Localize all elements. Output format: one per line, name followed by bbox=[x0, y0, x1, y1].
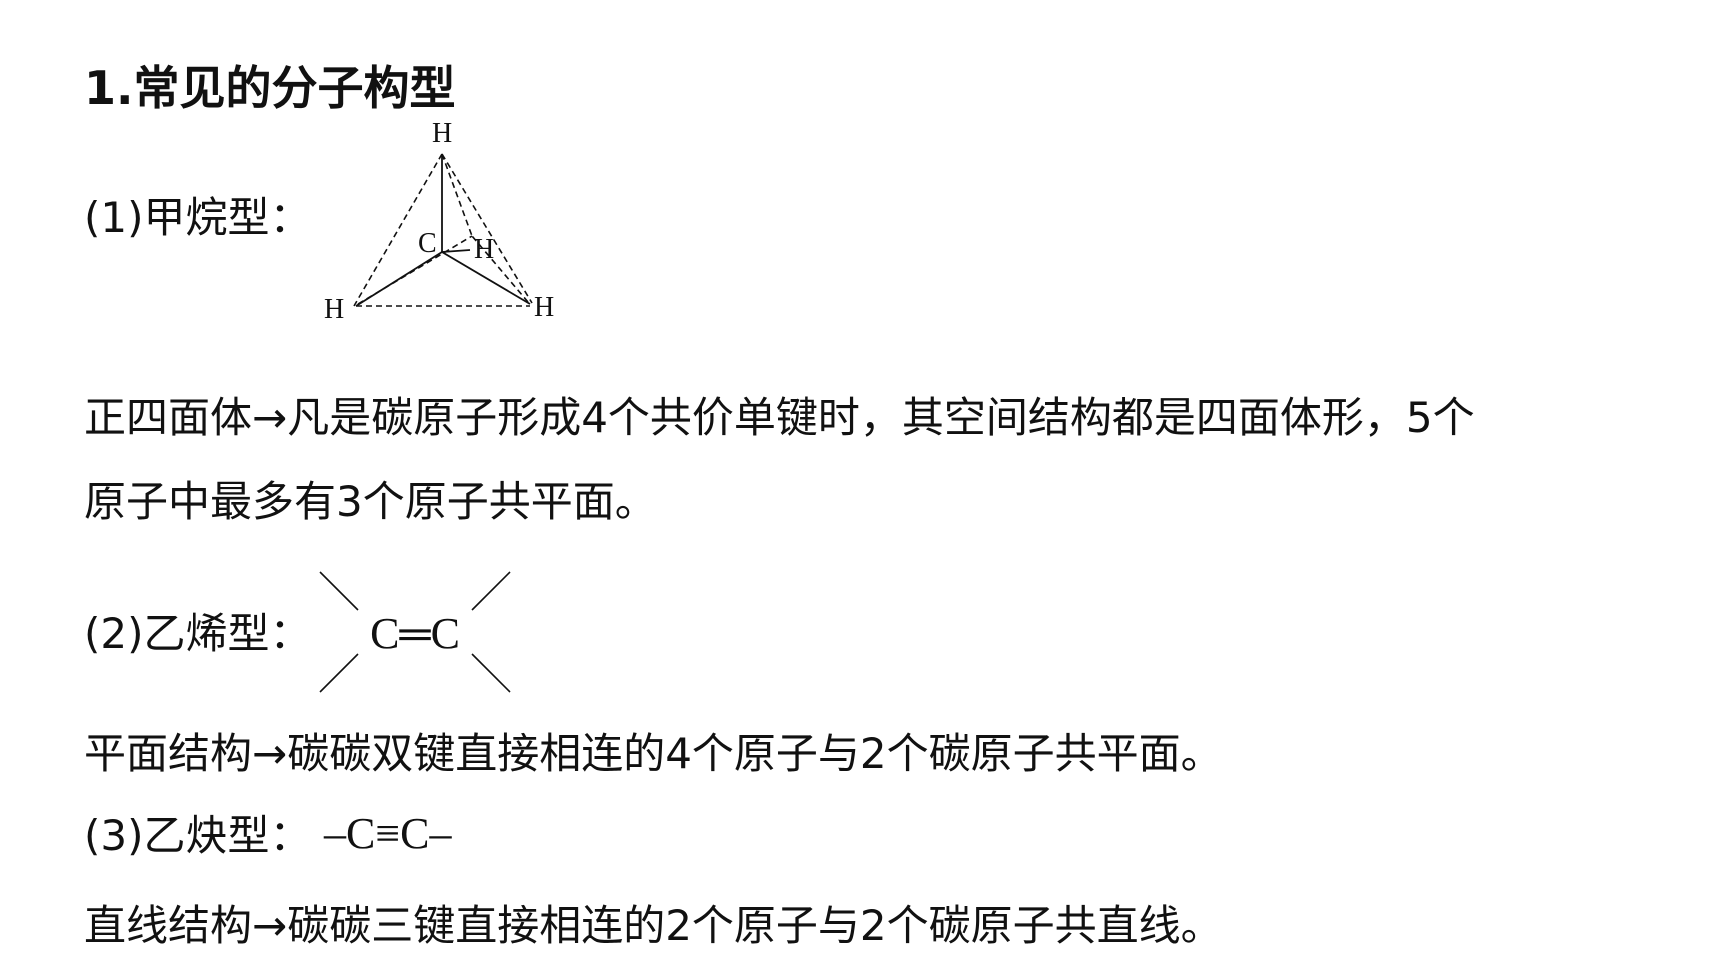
ethylene-description: 平面结构→碳碳双键直接相连的4个原子与2个碳原子共平面。 bbox=[84, 729, 1223, 778]
methane-structure-diagram: H C H H H bbox=[324, 118, 554, 325]
atom-h-top: H bbox=[432, 118, 452, 149]
acetylene-label: (3)乙炔型： bbox=[84, 811, 312, 860]
dashed-edge-top-back bbox=[441, 153, 473, 237]
acetylene-formula: –C≡C– bbox=[324, 809, 452, 858]
ethylene-formula: C═C bbox=[370, 609, 460, 658]
atom-h-left: H bbox=[324, 294, 344, 325]
bond-c-back-h bbox=[441, 249, 471, 253]
bond-upper-left bbox=[319, 571, 359, 611]
atom-h-back: H bbox=[474, 234, 494, 265]
acetylene-description: 直线结构→碳碳三键直接相连的2个原子与2个碳原子共直线。 bbox=[84, 901, 1223, 950]
ethylene-label: (2)乙烯型： bbox=[84, 609, 312, 658]
atom-h-right: H bbox=[534, 292, 554, 323]
bond-c-left-h bbox=[355, 251, 443, 307]
atom-c: C bbox=[418, 228, 437, 259]
dashed-edge-right-back bbox=[471, 235, 529, 303]
page-title: 1.常见的分子构型 bbox=[84, 61, 456, 115]
bond-lower-left bbox=[319, 653, 359, 693]
bond-c-right-h bbox=[441, 251, 531, 305]
methane-label: (1)甲烷型： bbox=[84, 193, 312, 242]
methane-description-line2: 原子中最多有3个原子共平面。 bbox=[84, 477, 657, 526]
ethylene-structure-diagram: C═C bbox=[319, 571, 511, 693]
dashed-edge-top-right bbox=[441, 153, 533, 304]
bond-lower-right bbox=[471, 653, 511, 693]
methane-description-line1: 正四面体→凡是碳原子形成4个共价单键时，其空间结构都是四面体形，5个 bbox=[84, 393, 1475, 442]
bond-upper-right bbox=[471, 571, 511, 611]
